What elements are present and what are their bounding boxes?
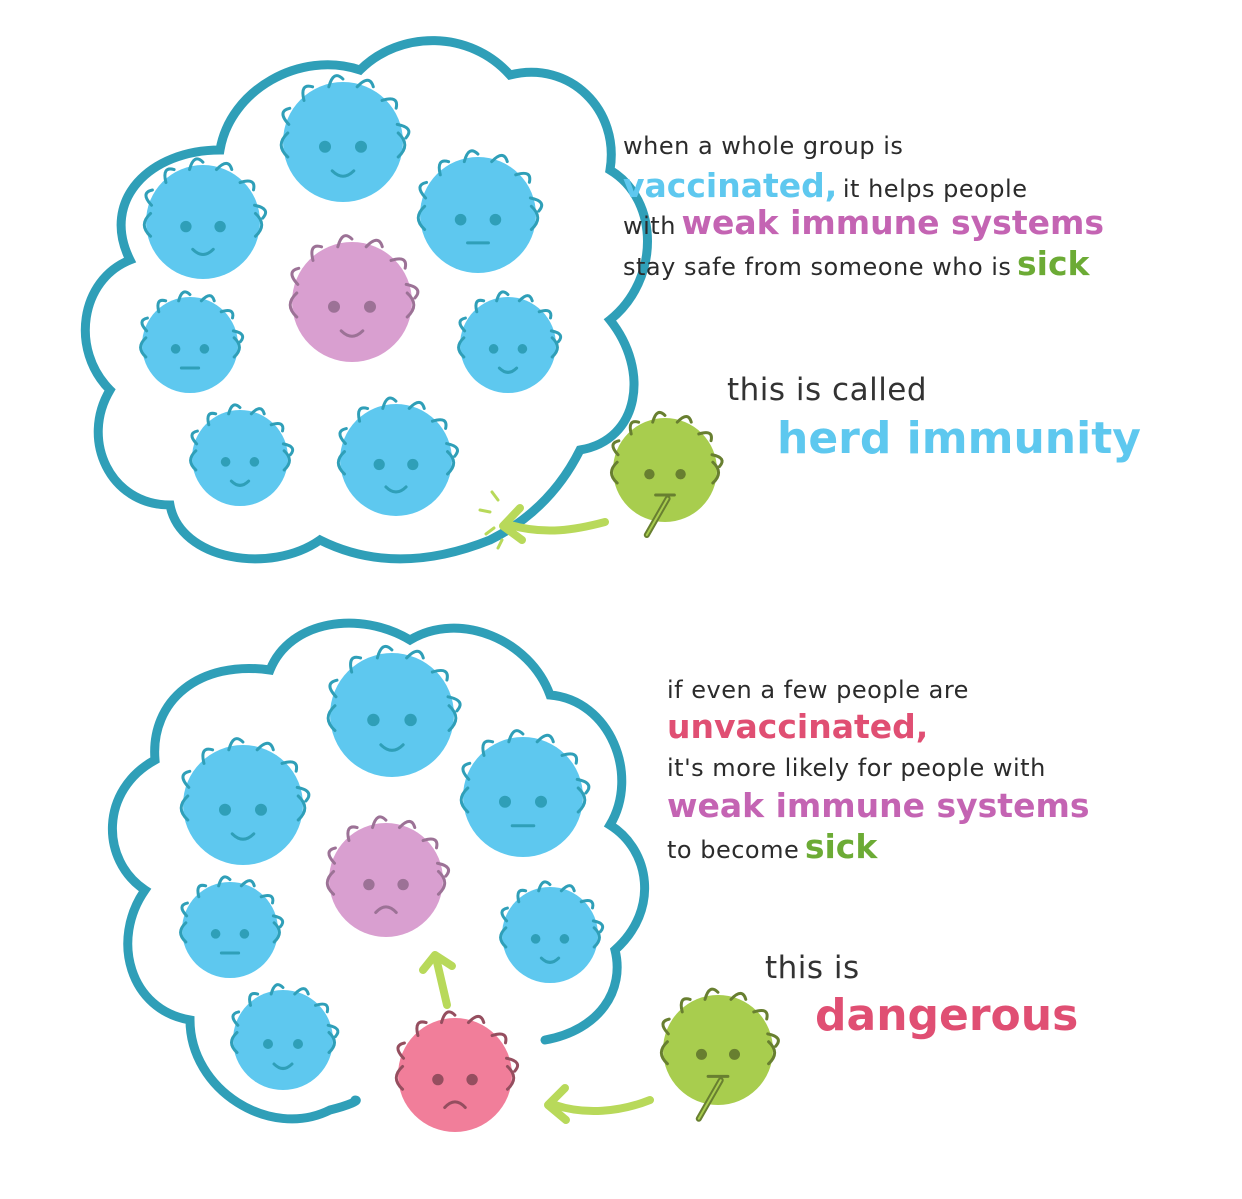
panel1-line4: stay safe from someone who is sick bbox=[623, 244, 1090, 283]
vaccinated-person-face bbox=[457, 290, 563, 393]
arrow-head-bottom-2 bbox=[419, 951, 456, 974]
vaccinated-person-face bbox=[326, 644, 462, 777]
panel1-line1: when a whole group is bbox=[623, 132, 904, 160]
vaccinated-person-face bbox=[336, 396, 459, 516]
sick-person-face bbox=[659, 987, 780, 1122]
panel1-line2-rest: it helps people bbox=[842, 175, 1028, 203]
panel1-line3: with weak immune systems bbox=[623, 203, 1104, 242]
unvaccinated-highlight: unvaccinated, bbox=[667, 707, 929, 746]
vaccinated-person-face bbox=[459, 729, 591, 857]
panel2-sick-highlight: sick bbox=[804, 827, 878, 866]
arrow-sick-to-unvaccinated bbox=[551, 1096, 654, 1116]
panel2-called-label: this is bbox=[765, 950, 860, 986]
vaccinated-person-face bbox=[189, 403, 295, 506]
group-outline-top bbox=[80, 36, 652, 564]
arrow-unvaccinated-to-weak bbox=[433, 958, 451, 1009]
weak-immune-person-face bbox=[288, 234, 420, 362]
panel2-line3: it's more likely for people with bbox=[667, 754, 1046, 782]
panel2-weak-immune-highlight: weak immune systems bbox=[667, 786, 1090, 825]
vaccinated-person-face bbox=[179, 875, 285, 978]
panel1-line3-start: with bbox=[623, 212, 676, 240]
impact-marks bbox=[478, 490, 504, 550]
arrow-head-bottom-1 bbox=[544, 1084, 570, 1124]
dangerous-title: dangerous bbox=[815, 990, 1079, 1041]
panel2-line5: to become sick bbox=[667, 827, 877, 866]
vaccinated-person-face bbox=[499, 880, 605, 983]
sick-person-face bbox=[609, 410, 724, 538]
weak-immune-highlight: weak immune systems bbox=[681, 203, 1105, 242]
vaccinated-person-face bbox=[139, 290, 245, 393]
panel1-line4-start: stay safe from someone who is bbox=[623, 253, 1012, 281]
herd-immunity-title: herd immunity bbox=[777, 413, 1141, 464]
weak-immune-person-face bbox=[325, 815, 451, 937]
panel1-line2: vaccinated, it helps people bbox=[623, 166, 1027, 205]
sick-highlight: sick bbox=[1017, 244, 1090, 283]
panel1-called-label: this is called bbox=[727, 372, 928, 408]
arrow-sick-to-group bbox=[506, 518, 609, 535]
vaccinated-person-face bbox=[142, 157, 268, 279]
arrow-head-top bbox=[499, 504, 526, 544]
group-outline-bottom bbox=[108, 618, 650, 1124]
vaccinated-person-face bbox=[416, 149, 544, 273]
panel2-line1: if even a few people are bbox=[667, 676, 969, 704]
vaccinated-person-face bbox=[230, 983, 340, 1090]
vaccinated-person-face bbox=[279, 74, 411, 202]
unvaccinated-person-face bbox=[394, 1010, 520, 1132]
vaccinated-person-face bbox=[179, 737, 311, 865]
vaccinated-highlight: vaccinated, bbox=[623, 166, 838, 205]
panel2-line5-start: to become bbox=[667, 836, 800, 864]
